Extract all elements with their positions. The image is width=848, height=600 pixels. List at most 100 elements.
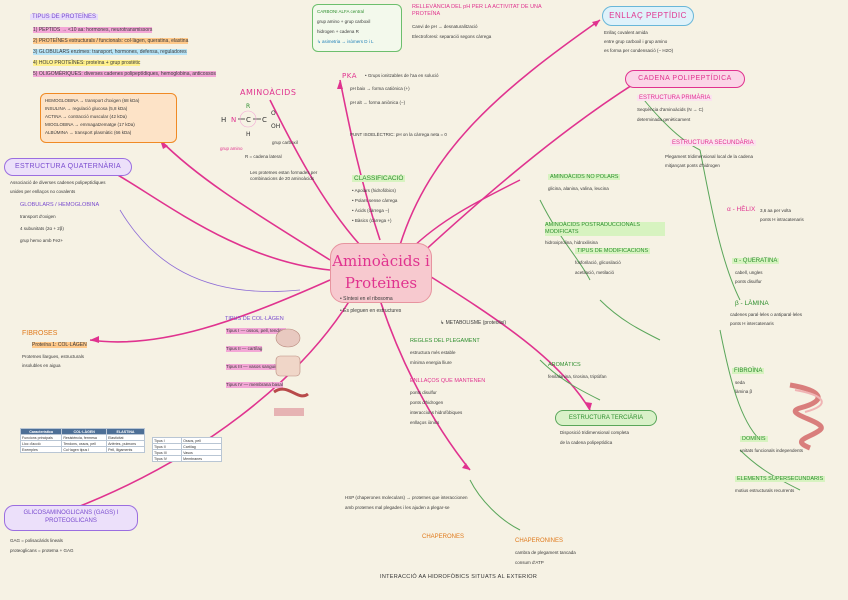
elementos-line-1: motius estructurals recurrents (735, 488, 795, 493)
clasificacion-line-3: • Àcids (càrrega −) (352, 208, 390, 213)
carbonos-box: CARBONI ALFA central grup amino + grup c… (312, 4, 402, 52)
globulares-title: GLOBULARS / HEMOGLOBINA (20, 202, 100, 208)
elementos-title: ELEMENTS SUPERSECUNDARIS (735, 476, 826, 482)
svg-text:C: C (246, 116, 251, 124)
carbonos-line-4: ↳ asimetria → isòmers D i L (317, 39, 374, 44)
table-cell: Tipus IV (151, 455, 183, 462)
fibrosas-title: FIBROSES (22, 330, 58, 337)
pesos-item-4: MIOGLOBINA → emmagatzematge (17 kDa) (45, 122, 135, 127)
tipos-colageno-item-4: Tipus IV — membrana basal (226, 382, 283, 388)
fibroina-title: FIBROÏNA (732, 368, 765, 374)
dominios-line-1: unitats funcionals independents (740, 448, 804, 453)
chaperonas-line-1: HSP (chaperones moleculars) → proteïnes … (345, 495, 468, 500)
secundaria-title: ESTRUCTURA SECUNDÀRIA (670, 140, 756, 146)
fibroina-line-1: seda (735, 380, 745, 385)
table-cell: Membranes (181, 455, 222, 462)
pka-line-2: pH baix → forma catiònica (+) (350, 86, 410, 91)
glicoproteinas-box: GLICOSAMINOGLICANS (GAGS) I PROTEOGLICAN… (4, 505, 138, 531)
clasificacion-title: CLASSIFICACIÓ (352, 175, 406, 182)
tipos-colageno-item-3: Tipus III — vasos sanguinis (226, 364, 281, 370)
queratina-line-1: cabell, ungles (735, 270, 763, 275)
primaria-line-1: Seqüència d'aminoàcids (N → C) (637, 107, 704, 112)
tipos-mod-line-2: acetilació, metilació (575, 270, 615, 275)
pka-line-4: PUNT ISOELÈCTRIC: pH on la càrrega neta … (350, 132, 447, 137)
enlaces-ter-line-1: ponts disulfur (410, 390, 437, 395)
relevancia-line-1: Canvi de pH → desnaturalització (412, 24, 478, 29)
cadena-title: CADENA POLIPEPTÍDICA (638, 75, 732, 82)
clasificacion-line-4: • Bàsics (càrrega +) (352, 218, 392, 223)
svg-text:OH: OH (271, 123, 280, 130)
glicoproteinas-line-2: proteoglicans = proteïna + GAG (10, 548, 74, 553)
table-cell: Pell, lligaments (106, 446, 145, 453)
reglas-line-2: mínima energia lliure (410, 360, 452, 365)
aa-no-polares-line-1: glicina, alanina, valina, leucina (548, 186, 609, 191)
beta-title: β - LÀMINA (735, 300, 769, 307)
relevancia-line-2: Electroforesi: separació segons càrrega (412, 34, 492, 39)
carbonos-line-3: hidrogen + cadena R (317, 29, 359, 34)
tipos-proteinas-item-1: 1) PEPTIDS → <10 aa: hormones, neurotran… (33, 27, 153, 33)
pka-line-1: • Grups ionitzables de l'aa en solució (365, 73, 439, 78)
aminoacidos-note: Les proteïnes estan formades per combina… (250, 170, 318, 181)
fibroina-line-2: làmina β (735, 389, 753, 394)
globulares-line-2: 4 subunitats (2α + 2β) (20, 226, 64, 231)
primaria-title: ESTRUCTURA PRIMÀRIA (637, 95, 713, 101)
carbonos-line-2: grup amino + grup carboxil (317, 19, 371, 24)
enlaces-ter-line-3: interaccions hidrofòbiques (410, 410, 463, 415)
tipos-proteinas-item-3: 3) GLOBULARS enzimes: transport, hormone… (33, 49, 187, 55)
footer-note: INTERACCIÓ AA HIDROFÒBICS SITUATS AL EXT… (380, 574, 538, 580)
primaria-line-2: determinada genèticament (637, 117, 691, 122)
aromaticos-line-1: fenilalanina, tirosina, triptòfan (548, 374, 607, 379)
dominios-title: DOMINIS (740, 436, 768, 442)
center-note-3: ↳ METABOLISME (proteòlisi) (440, 320, 507, 326)
tipos-colageno-title: TIPUS DE COL·LÀGEN (225, 316, 284, 322)
table-row: Exemples Col·lagen tipus I Pell, lligame… (19, 446, 145, 453)
reglas-title: REGLES DEL PLEGAMENT (410, 338, 480, 344)
cuaternaria-title: ESTRUCTURA QUATERNÀRIA (14, 163, 122, 170)
enlace-line-3: es forma per condensació (− H2O) (604, 48, 674, 53)
aromaticos-title: AROMÀTICS (548, 362, 581, 368)
center-note-2: • Es pleguen en estructures (340, 308, 402, 314)
clasificacion-line-1: • Apolars (hidrofòbics) (352, 188, 396, 193)
chaperonas-line-2: amb proteïnes mal plegades i les ajuden … (345, 505, 450, 510)
svg-text:H: H (246, 131, 251, 138)
cuaternaria-line-2: unides per enllaços no covalents (10, 189, 76, 194)
terciaria-line-1: Disposició tridimensional completa (560, 430, 630, 435)
enlace-title-box: ENLLAÇ PEPTÍDIC (602, 6, 694, 26)
svg-text:H: H (221, 116, 226, 124)
tipos-mod-line-1: fosforilació, glicosilació (575, 260, 621, 265)
glicoproteinas-line-1: GAG = polisacàrids lineals (10, 538, 63, 543)
aminoacidos-title: AMINOÀCIDS (240, 88, 297, 97)
svg-text:R: R (246, 103, 250, 110)
globulares-line-1: transport d'oxigen (20, 214, 56, 219)
tipos-proteinas-item-4: 4) HOLO PROTEÏNES: proteïna + grup prost… (33, 60, 141, 66)
aminoacid-structure-icon: H N C C O OH R H (221, 103, 280, 138)
secundaria-line-1: Plegament tridimensional local de la cad… (665, 154, 754, 159)
chaperoninas-line-2: consum d'ATP (515, 560, 544, 565)
tipos-proteinas-item-2: 2) PROTEÏNES estructurals / funcionals: … (33, 38, 189, 44)
terciaria-title: ESTRUCTURA TERCIÀRIA (568, 414, 644, 421)
cuaternaria-line-1: Associació de diverses cadenes polipeptí… (10, 180, 106, 185)
center-title-line1: Aminoàcids i (332, 252, 430, 270)
aa-mod-line-1: hidroxiprolina, hidroxilisina (545, 240, 598, 245)
center-topic: Aminoàcids i Proteïnes (330, 243, 432, 303)
fibrosas-line-1: Proteïnes llargues, estructurals (22, 354, 85, 359)
enlace-line-1: Enllaç covalent amida (604, 30, 648, 35)
chaperonas-title: CHAPERONES (422, 534, 465, 540)
aminoacidos-amino-label: grup amino (220, 146, 243, 151)
glicoproteinas-title: GLICOSAMINOGLICANS (GAGS) I PROTEOGLICAN… (23, 510, 119, 524)
relevancia-title: RELLEVÀNCIA DEL pH PER LA ACTIVITAT DE U… (412, 4, 542, 17)
tipos-colageno-item-1: Tipus I — ossos, pell, tendons (226, 328, 287, 334)
beta-line-2: ponts H intercatenaris (730, 321, 774, 326)
table-cell: Col·lagen tipus I (61, 446, 108, 453)
pesos-item-5: ALBÚMINA → transport plasmàtic (66 kDa) (45, 130, 132, 135)
aa-mod-title: AMINOÀCIDS POSTRADUCCIONALS MODIFICATS (545, 222, 665, 236)
svg-text:O: O (271, 110, 276, 117)
enlaces-ter-line-2: ponts d'hidrogen (410, 400, 444, 405)
pesos-item-3: ACTINA → contracció muscular (42 kDa) (45, 114, 127, 119)
beta-line-1: cadenes paral·leles o antiparal·leles (730, 312, 803, 317)
aa-no-polares-title: AMINOÀCIDS NO POLARS (548, 174, 621, 180)
carbonos-line-1: CARBONI ALFA central (317, 9, 365, 14)
clasificacion-line-2: • Polars sense càrrega (352, 198, 398, 203)
